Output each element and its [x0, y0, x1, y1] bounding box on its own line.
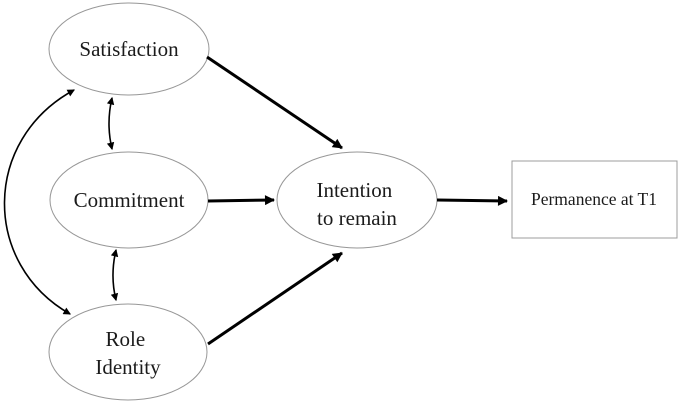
label-intention-line2: to remain: [317, 206, 397, 230]
edge-commitment-to-intention: [207, 195, 275, 206]
edge-satisfaction-to-intention: [206, 55, 343, 150]
label-permanence: Permanence at T1: [531, 189, 657, 209]
label-intention-to-remain: Intention to remain: [316, 178, 397, 230]
covariance-satisfaction-commitment: [106, 96, 115, 151]
label-role-identity-line2: Identity: [95, 355, 161, 379]
label-commitment: Commitment: [74, 188, 185, 212]
node-permanence-box: [511, 160, 678, 239]
label-intention-line1: Intention: [316, 178, 392, 202]
label-role-identity: Role Identity: [95, 327, 161, 379]
edge-intention-to-permanence: [436, 195, 508, 206]
node-role-identity: [48, 303, 208, 401]
covariance-satisfaction-role-identity: [3, 89, 75, 315]
edge-role-identity-to-intention: [207, 251, 343, 346]
covariance-commitment-role-identity: [110, 248, 119, 302]
label-role-identity-line1: Role: [106, 327, 146, 351]
label-satisfaction: Satisfaction: [79, 37, 179, 61]
node-satisfaction: [48, 2, 210, 96]
